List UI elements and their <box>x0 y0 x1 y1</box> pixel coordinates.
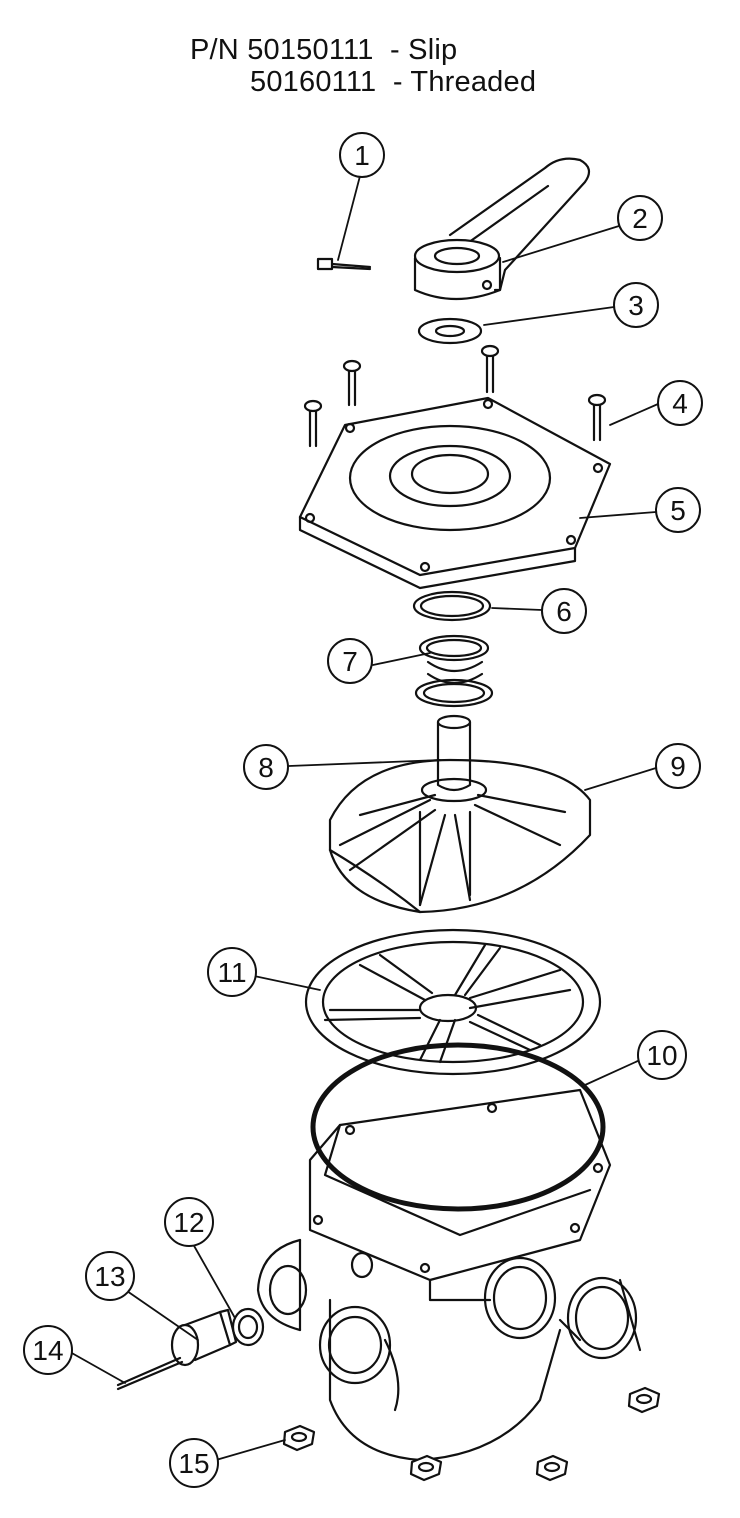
sight-glass-icon <box>170 1308 238 1367</box>
callout-5: 5 <box>655 487 701 533</box>
gauge-o-ring-icon <box>231 1307 265 1347</box>
svg-text:2: 2 <box>632 203 648 234</box>
valve-stem-icon <box>420 714 488 803</box>
svg-text:13: 13 <box>94 1261 125 1292</box>
stem-o-rings-icon <box>414 634 494 708</box>
callout-9: 9 <box>655 743 701 789</box>
callout-2: 2 <box>617 195 663 241</box>
svg-text:1: 1 <box>354 140 370 171</box>
rotor-gasket-icon <box>304 928 602 1076</box>
svg-text:10: 10 <box>646 1040 677 1071</box>
callout-10: 10 <box>637 1030 687 1080</box>
diagram-header: P/N 50150111 - Slip 50160111 - Threaded <box>0 0 740 110</box>
svg-text:3: 3 <box>628 290 644 321</box>
svg-text:9: 9 <box>670 751 686 782</box>
svg-text:7: 7 <box>342 646 358 677</box>
callout-7: 7 <box>327 638 373 684</box>
part-number-threaded: 50160111 - Threaded <box>250 66 537 98</box>
svg-text:4: 4 <box>672 388 688 419</box>
callout-1: 1 <box>339 132 385 178</box>
part-number-slip: P/N 50150111 - Slip <box>190 34 458 66</box>
callout-12: 12 <box>164 1197 214 1247</box>
hex-nut-icon <box>282 1386 661 1482</box>
callout-15: 15 <box>169 1438 219 1488</box>
svg-text:11: 11 <box>217 957 246 988</box>
callout-14: 14 <box>23 1325 73 1375</box>
valve-cover-icon <box>298 396 612 590</box>
o-ring-icon <box>412 590 492 622</box>
callout-labels: 1 2 3 4 5 6 7 8 9 10 11 12 13 14 15 <box>23 132 703 1488</box>
callout-4: 4 <box>657 380 703 426</box>
set-screw-icon <box>316 257 372 271</box>
callout-11: 11 <box>207 947 257 997</box>
svg-text:5: 5 <box>670 495 686 526</box>
svg-text:12: 12 <box>173 1207 204 1238</box>
svg-text:15: 15 <box>178 1448 209 1479</box>
callout-8: 8 <box>243 744 289 790</box>
svg-text:6: 6 <box>556 596 572 627</box>
svg-text:8: 8 <box>258 752 274 783</box>
handle-icon <box>413 157 591 301</box>
drain-pin-icon <box>116 1356 184 1391</box>
callout-3: 3 <box>613 282 659 328</box>
leader-lines <box>69 175 659 1461</box>
rotor-icon <box>328 758 592 914</box>
cover-gasket-icon <box>310 1042 606 1212</box>
washer-icon <box>417 317 483 345</box>
svg-text:14: 14 <box>32 1335 63 1366</box>
callout-6: 6 <box>541 588 587 634</box>
callout-13: 13 <box>85 1251 135 1301</box>
